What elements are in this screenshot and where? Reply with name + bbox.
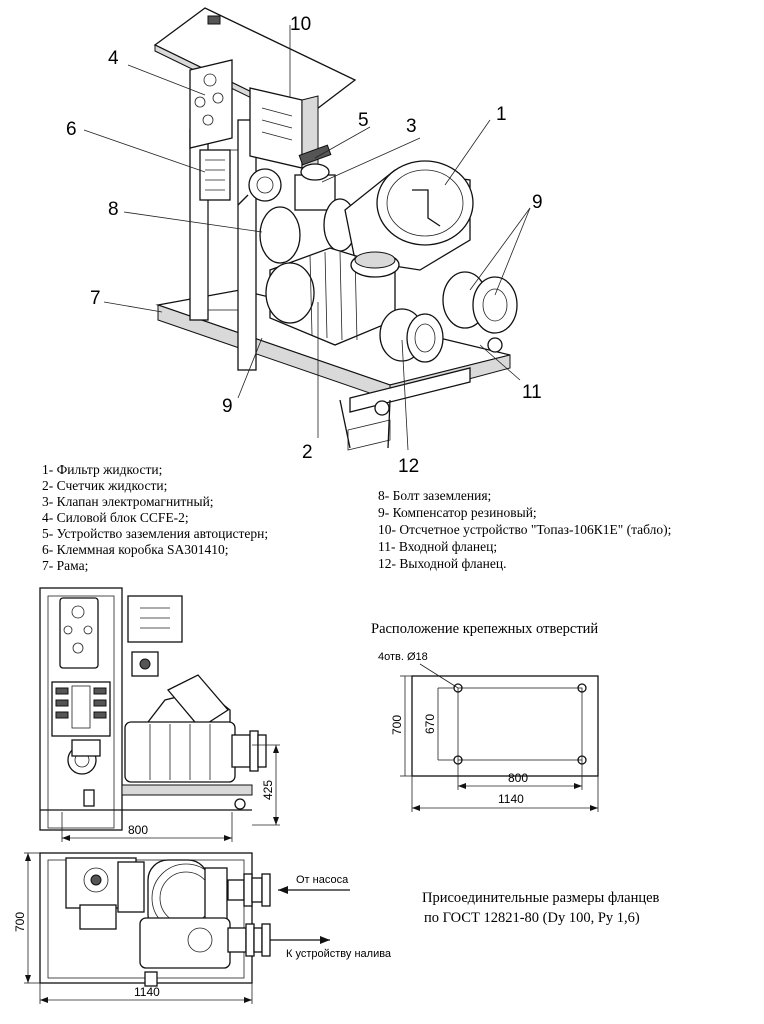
legend-item: 2- Счетчик жидкости; — [42, 478, 167, 493]
mounting-plate-outline — [411, 675, 599, 777]
legend-left: 1- Фильтр жидкости; 2- Счетчик жидкости;… — [42, 462, 268, 573]
mounting-holes-view: Расположение крепежных отверстий 4отв. Ø… — [371, 621, 599, 812]
filter-cover — [376, 160, 474, 246]
legend-item: 6- Клеммная коробка SA301410; — [42, 542, 228, 557]
outlet-flange — [406, 313, 444, 363]
callout-5: 5 — [358, 110, 369, 131]
legend-item: 9- Компенсатор резиновый; — [378, 505, 537, 520]
from-pump-label: От насоса — [296, 874, 349, 886]
callout-10: 10 — [290, 14, 311, 35]
legend-item: 8- Болт заземления; — [378, 488, 491, 503]
legend-item: 10- Отсчетное устройство "Топаз-106К1Е" … — [378, 522, 671, 537]
inlet-flange — [472, 276, 518, 334]
front-cabinet — [39, 587, 123, 831]
isometric-view — [153, 7, 518, 451]
front-display — [127, 595, 183, 643]
top-dim-700: 700 — [13, 912, 27, 932]
legend-item: 5- Устройство заземления автоцистерн; — [42, 526, 268, 541]
callout-4: 4 — [108, 48, 119, 69]
grounding-device-icon — [248, 168, 282, 202]
terminal-box — [199, 149, 231, 201]
callout-6: 6 — [66, 119, 77, 140]
frame-post-right — [237, 119, 257, 371]
callout-3: 3 — [406, 116, 417, 137]
mounting-title: Расположение крепежных отверстий — [371, 621, 598, 637]
callout-labels: 1 2 3 4 5 6 7 8 9 9 10 11 12 — [66, 14, 543, 477]
top-dim-1140: 1140 — [134, 985, 160, 999]
callout-11: 11 — [522, 382, 542, 403]
display-unit — [249, 87, 303, 169]
inlet-arrow-icon — [278, 886, 288, 894]
top-view: 700 1140 От насоса К устройству налива — [13, 852, 392, 1004]
callout-leaders — [83, 25, 531, 451]
top-meter — [139, 917, 231, 969]
callout-8: 8 — [108, 199, 119, 220]
flange-note-line2: по ГОСТ 12821-80 (Dy 100, Py 1,6) — [424, 910, 640, 926]
mounting-holes-label: 4отв. Ø18 — [378, 651, 428, 663]
front-dim-425: 425 — [261, 780, 275, 800]
callout-2: 2 — [302, 442, 313, 463]
front-meter — [124, 721, 236, 783]
to-filling-label: К устройству налива — [286, 948, 392, 960]
legend-item: 4- Силовой блок CCFE-2; — [42, 510, 189, 525]
legend-item: 12- Выходной фланец. — [378, 556, 506, 571]
legend-right: 8- Болт заземления; 9- Компенсатор резин… — [378, 488, 671, 571]
hole-icon — [577, 683, 587, 693]
mounting-dim-700: 700 — [390, 715, 404, 735]
legend-item: 7- Рама; — [42, 558, 88, 573]
front-view: 800 425 — [39, 587, 280, 842]
power-block — [189, 59, 233, 149]
callout-1: 1 — [496, 104, 507, 125]
callout-12: 12 — [398, 456, 419, 477]
callout-7: 7 — [90, 288, 101, 309]
legend-item: 3- Клапан электромагнитный; — [42, 494, 214, 509]
legend-item: 1- Фильтр жидкости; — [42, 462, 162, 477]
legend-item: 11- Входной фланец; — [378, 539, 497, 554]
grounding-bolt-icon — [374, 400, 390, 416]
callout-9-left: 9 — [222, 396, 233, 417]
outlet-arrow-icon — [320, 936, 330, 944]
flange-note-line1: Присоединительные размеры фланцев — [422, 890, 660, 906]
mounting-dim-670: 670 — [423, 714, 437, 734]
mounting-dim-1140: 1140 — [498, 792, 524, 806]
front-power-block — [59, 597, 99, 669]
front-dim-800: 800 — [128, 823, 148, 837]
callout-9-right: 9 — [532, 192, 543, 213]
flange-note: Присоединительные размеры фланцев по ГОС… — [422, 890, 660, 926]
mounting-dim-800: 800 — [508, 771, 528, 785]
